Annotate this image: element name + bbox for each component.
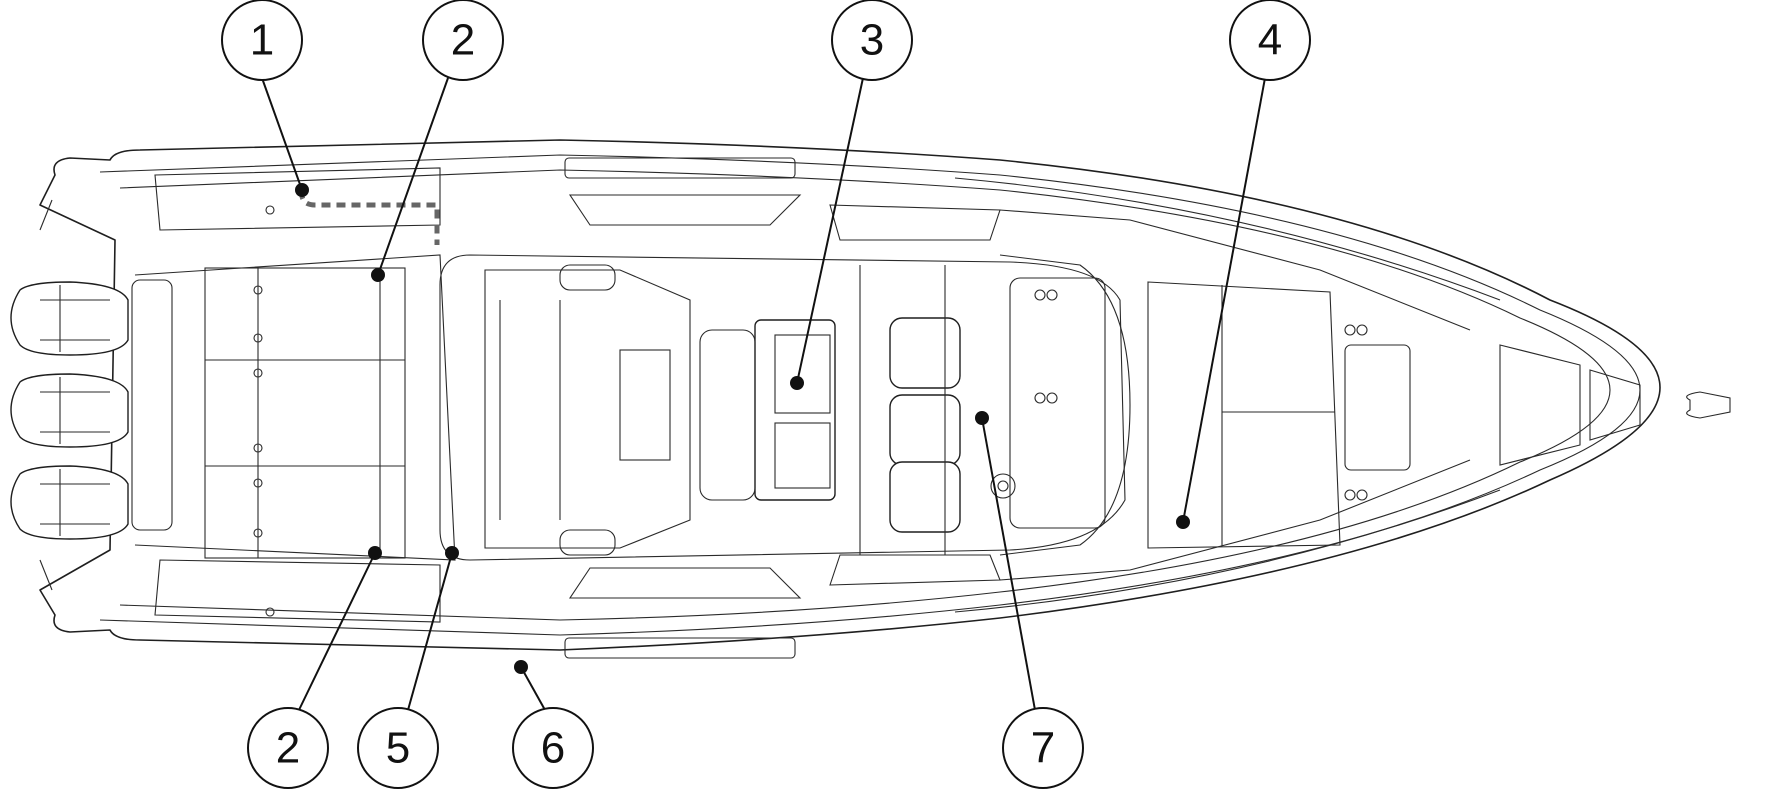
callout-number: 2	[276, 724, 300, 773]
callout-4: 4	[1176, 0, 1311, 529]
callout-5: 5	[357, 546, 459, 789]
callout-number: 1	[250, 16, 274, 65]
aft-lounge	[134, 254, 456, 561]
callout-number: 7	[1031, 724, 1055, 773]
boat-hull	[39, 139, 1661, 651]
aft-side-lockers	[154, 167, 441, 623]
callout-1: 1	[221, 0, 309, 197]
helm-seats	[859, 265, 961, 555]
outboard-engine	[10, 281, 129, 356]
callout-6: 6	[512, 660, 594, 789]
cockpit	[439, 254, 1126, 561]
outboard-engine	[10, 465, 129, 540]
gunwale-detail	[564, 157, 1501, 659]
dashed-route-indicator	[299, 189, 440, 245]
callouts: 1 2 3 4 2	[221, 0, 1311, 789]
bow-area	[1344, 344, 1731, 471]
callout-2-upper: 2	[371, 0, 504, 282]
callout-2-lower: 2	[247, 546, 382, 789]
steering-area	[990, 277, 1106, 529]
outboard-engines	[10, 279, 173, 540]
forward-sunpad	[1147, 281, 1368, 549]
callout-number: 6	[541, 724, 565, 773]
callout-number: 4	[1258, 16, 1282, 65]
callout-number: 2	[451, 16, 475, 65]
windshield	[999, 254, 1131, 556]
callout-number: 5	[386, 724, 410, 773]
callout-number: 3	[860, 16, 884, 65]
callout-7: 7	[975, 411, 1084, 789]
outboard-engine	[10, 373, 129, 448]
callout-3: 3	[790, 0, 913, 390]
helm-console	[699, 319, 836, 501]
